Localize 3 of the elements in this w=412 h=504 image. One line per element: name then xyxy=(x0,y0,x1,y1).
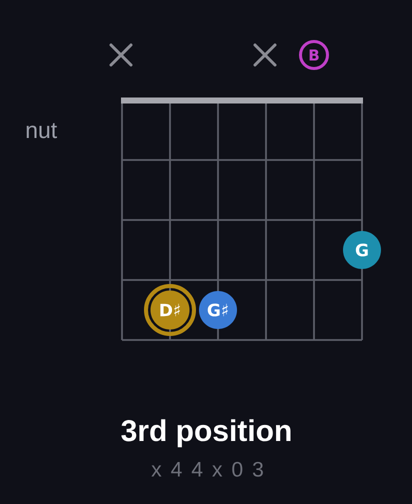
nut-label: nut xyxy=(26,123,57,138)
caption: x 4 4 x 0 3 xyxy=(151,462,263,477)
title: 3rd position xyxy=(121,419,290,448)
